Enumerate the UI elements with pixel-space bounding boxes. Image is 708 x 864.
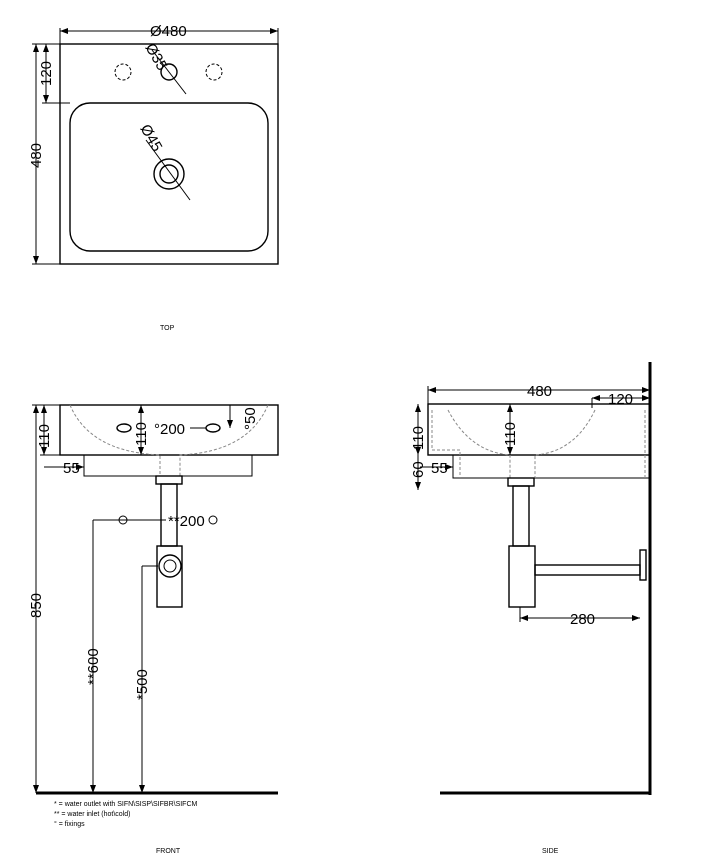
dim-side-depth: 480 (527, 383, 552, 400)
note-outlet: * = water outlet with SIFN\SISP\SIFBR\SI… (54, 801, 198, 808)
dim-side-offset: 120 (608, 391, 633, 408)
dim-side-trap: 280 (570, 611, 595, 628)
view-label-front: FRONT (156, 848, 181, 855)
dim-outlet-height: *500 (134, 669, 151, 700)
tap-hole (160, 63, 178, 81)
dim-side-rim: 110 (410, 426, 427, 450)
dim-inlet-spacing: **200 (168, 513, 205, 530)
dim-side-base: 60 (410, 461, 427, 478)
drain-outer (153, 158, 185, 190)
side-view: 480 120 110 110 60 55 280 SIDE (410, 362, 652, 855)
dim-top-depth: 480 (28, 143, 45, 168)
dim-side-center: 110 (502, 422, 519, 446)
note-fixings: ° = fixings (54, 820, 85, 828)
dim-front-height: 850 (28, 593, 45, 618)
dim-hole-offset: °50 (242, 407, 259, 430)
dim-front-rim-center: 110 (133, 422, 150, 446)
optional-tap-hole (114, 63, 132, 81)
dim-tap-offset: 120 (38, 61, 55, 86)
dim-inlet-height: **600 (85, 648, 102, 685)
view-label-top: TOP (160, 325, 175, 332)
front-view: 850 110 110 °200 °50 55 **200 **600 *500… (28, 404, 279, 855)
dim-holes-spacing: °200 (154, 421, 185, 438)
dim-top-width: Ø480 (150, 23, 187, 40)
basin-outline (59, 43, 279, 265)
drain-inner (159, 164, 179, 184)
top-view: Ø480 480 120 Ø35 Ø45 TOP (28, 23, 279, 332)
basin-bowl (69, 102, 269, 252)
note-inlet: ** = water inlet (hot\cold) (54, 811, 130, 818)
dim-side-back: 55 (431, 460, 448, 477)
view-label-side: SIDE (542, 848, 559, 855)
dim-front-rim: 110 (36, 424, 53, 448)
optional-tap-hole (205, 63, 223, 81)
dim-drain: Ø45 (137, 122, 166, 155)
dim-front-back: 55 (63, 460, 80, 477)
